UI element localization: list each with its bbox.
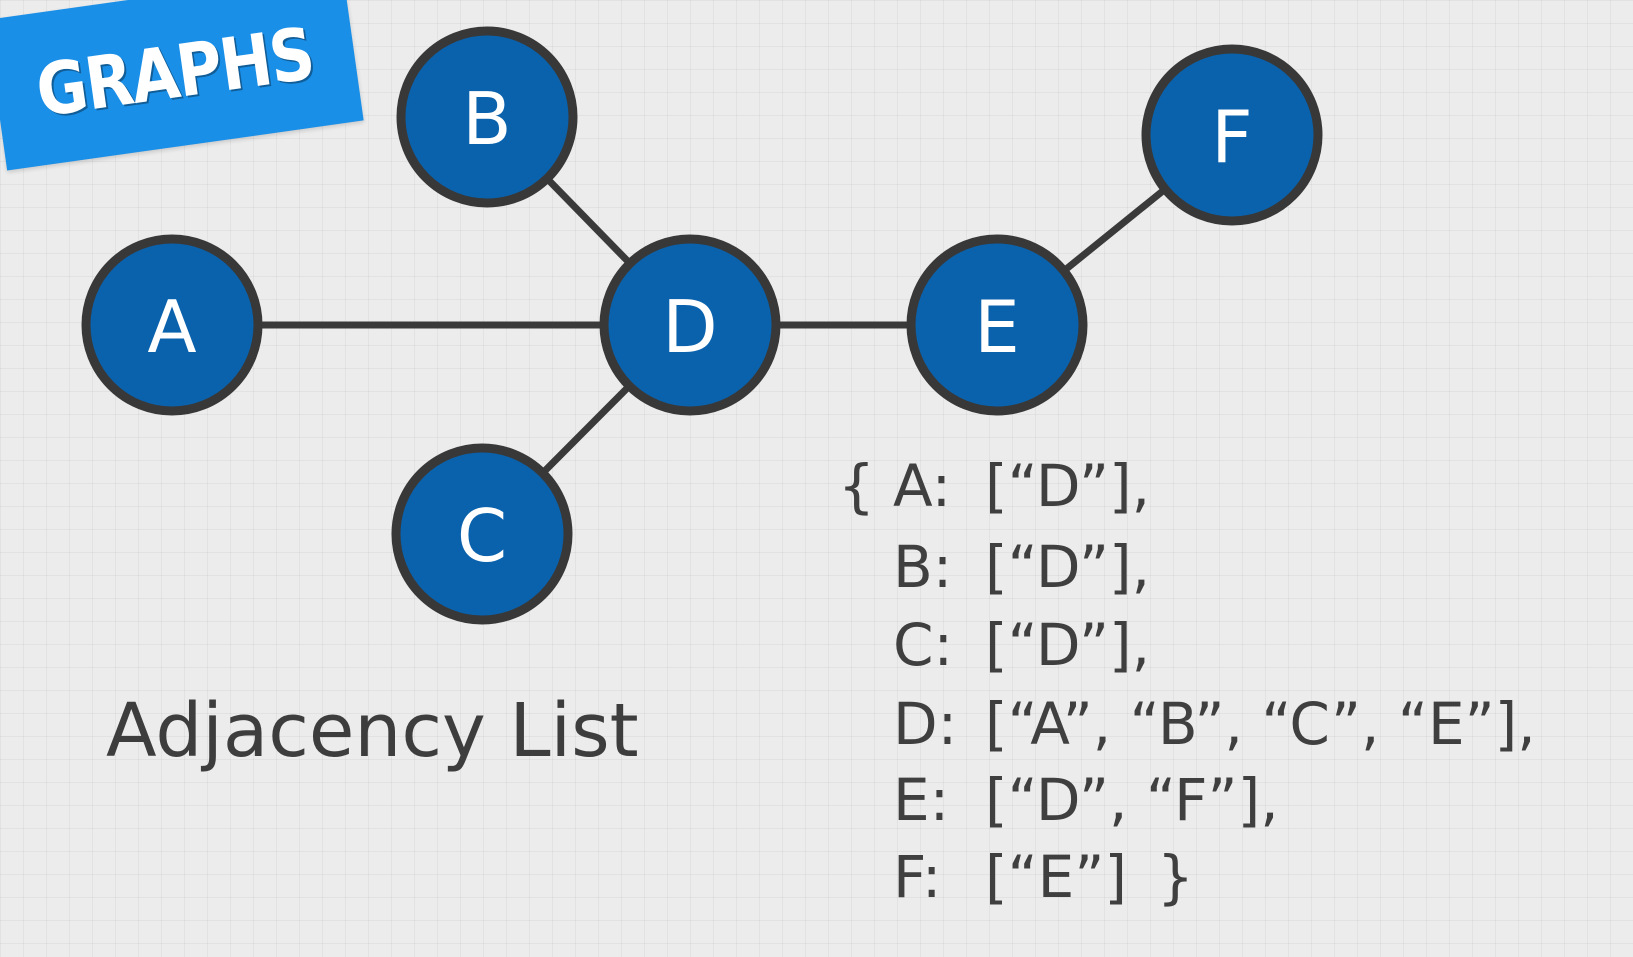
node-e: E [906,234,1088,416]
node-label: E [974,285,1020,369]
node-label: F [1211,95,1252,179]
node-circle [81,234,263,416]
node-d: D [599,234,781,416]
node-label: D [662,285,717,369]
node-label: A [147,285,196,369]
node-b: B [396,26,578,208]
node-f: F [1141,44,1323,226]
node-label: B [462,77,511,161]
node-circle [396,26,578,208]
node-c: C [391,443,573,625]
node-circle [1141,44,1323,226]
badge-text: GRAPHS [31,11,319,134]
node-a: A [81,234,263,416]
node-circle [391,443,573,625]
nodes: A B C D E F [81,26,1323,625]
node-circle [906,234,1088,416]
node-label: C [457,494,507,578]
page-title: Adjacency List [106,688,639,774]
node-circle [599,234,781,416]
